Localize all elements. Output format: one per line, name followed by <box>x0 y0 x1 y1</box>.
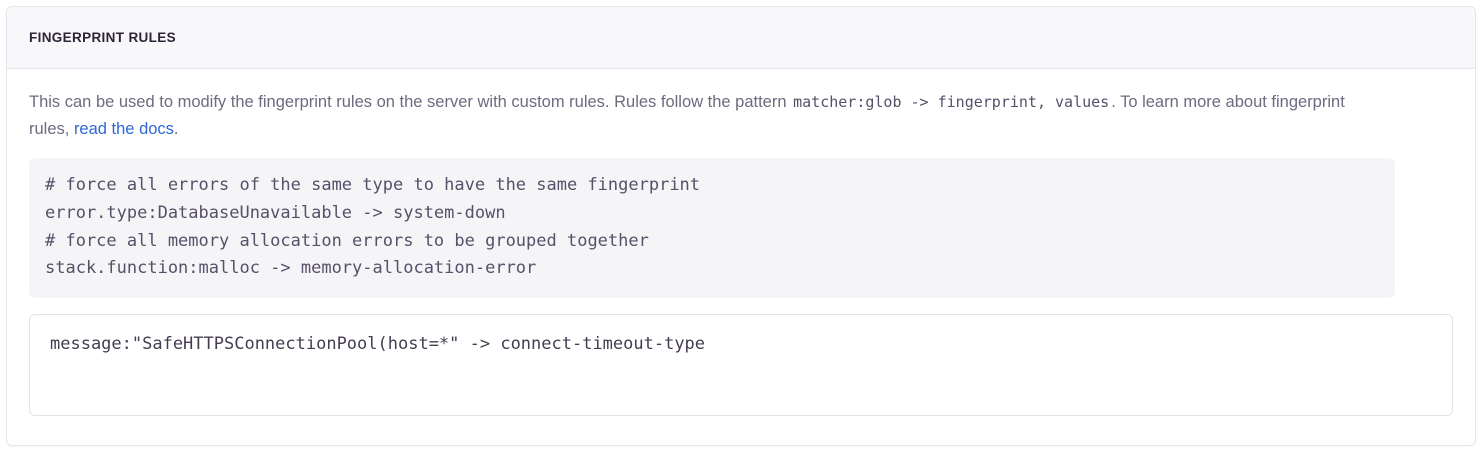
inline-code-pattern: matcher:glob -> fingerprint, values <box>793 93 1110 111</box>
description-part-3: . <box>173 119 179 138</box>
code-line: stack.function:malloc -> memory-allocati… <box>45 258 537 279</box>
code-line: # force all errors of the same type to h… <box>45 175 701 196</box>
fingerprint-rules-input[interactable] <box>29 313 1453 416</box>
description-part-1: This can be used to modify the fingerpri… <box>29 93 792 111</box>
page-title: FINGERPRINT RULES <box>29 29 176 45</box>
description-part-2: . To learn more about fingerprint rules, <box>29 93 1345 138</box>
code-line: error.type:DatabaseUnavailable -> system… <box>45 202 506 223</box>
fingerprint-rules-panel: FINGERPRINT RULES This can be used to mo… <box>6 6 1476 446</box>
panel-header: FINGERPRINT RULES <box>7 7 1475 69</box>
example-code-block: # force all errors of the same type to h… <box>29 158 1395 298</box>
description-text: This can be used to modify the fingerpri… <box>29 89 1374 142</box>
panel-body: This can be used to modify the fingerpri… <box>7 69 1475 416</box>
read-the-docs-link[interactable]: read the docs <box>73 119 174 138</box>
code-line: # force all memory allocation errors to … <box>45 230 649 251</box>
